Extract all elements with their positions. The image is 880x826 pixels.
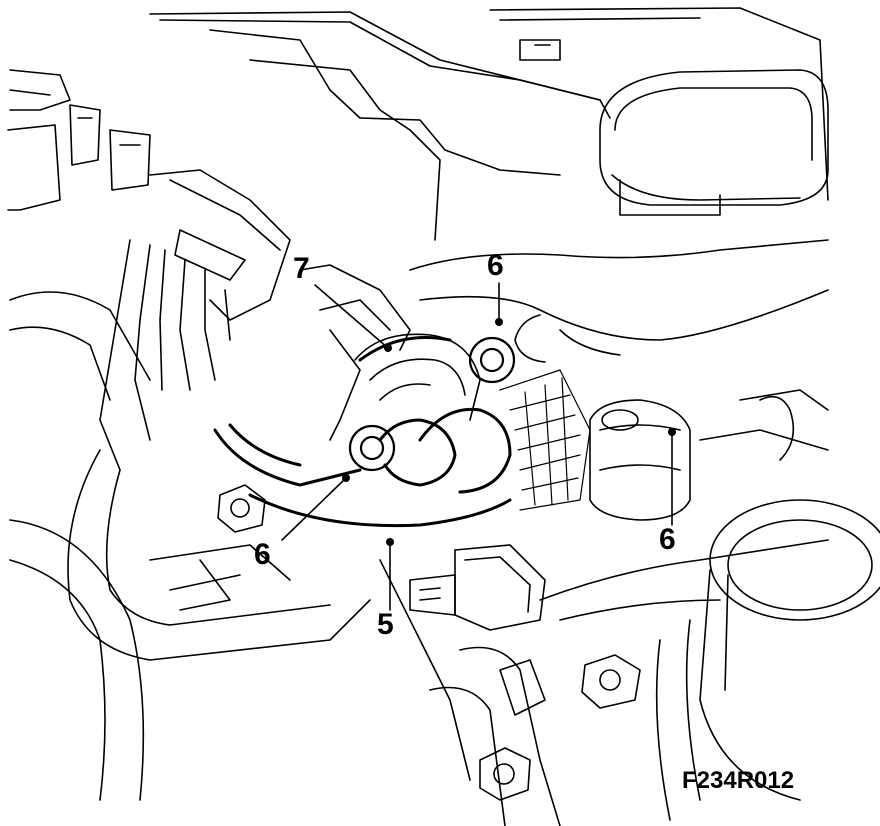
lower-bolts: [217, 484, 641, 801]
right-bolt-housing: [589, 389, 829, 521]
callout-part-7: 7: [293, 252, 310, 285]
nut-top: [468, 336, 516, 384]
reservoir-cap: [655, 499, 880, 821]
leader-dots: [342, 318, 676, 546]
callout-part-6-top: 6: [487, 249, 504, 282]
callout-part-6-left: 6: [254, 538, 271, 571]
grille-pattern: [499, 369, 591, 511]
lower-hoses: [149, 539, 829, 826]
hose-clamps: [213, 336, 512, 528]
bracket-7: [299, 264, 481, 441]
connector-plug: [409, 544, 546, 631]
figure-id: F234R012: [682, 767, 795, 794]
engine-cover: [149, 7, 829, 241]
nut-left: [348, 424, 396, 472]
oil-filler-cap: [599, 69, 829, 216]
callout-part-6-right: 6: [659, 523, 676, 556]
callout-part-5: 5: [377, 608, 394, 641]
wiring-harness: [7, 69, 291, 471]
leader-lines: [281, 282, 673, 611]
upper-hose: [409, 239, 829, 363]
coolant-hose-left: [9, 291, 371, 801]
